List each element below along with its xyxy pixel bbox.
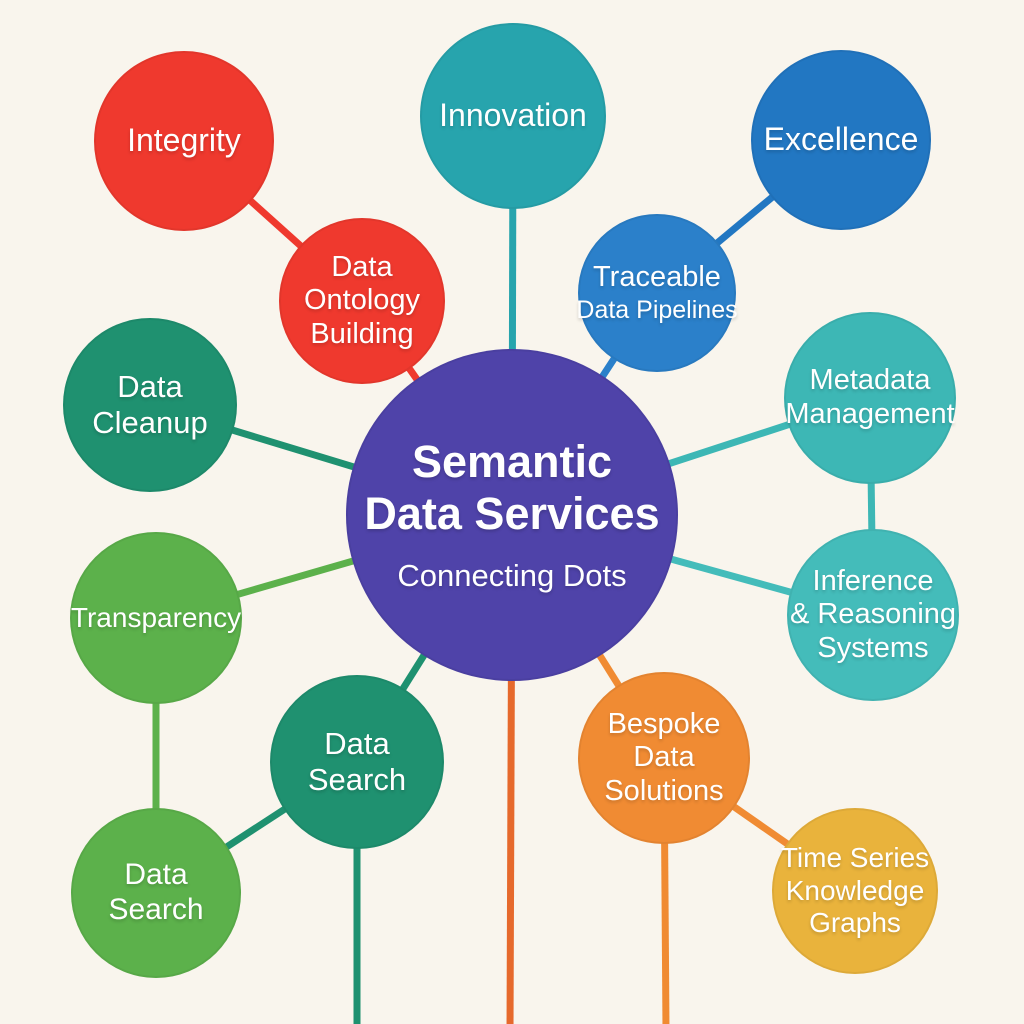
node-innovation: Innovation — [420, 23, 606, 209]
node-label-line-2: Systems — [817, 631, 929, 664]
node-label-line-0: Bespoke — [607, 707, 721, 740]
node-label-line-1: Data Pipelines — [576, 296, 738, 325]
node-label-line-0: Traceable — [593, 260, 721, 293]
node-label-line-0: Time Series — [780, 842, 930, 874]
node-integrity: Integrity — [94, 51, 274, 231]
node-label-line-2: Building — [310, 317, 414, 350]
node-transparency: Transparency — [70, 532, 242, 704]
node-label-line-0: Metadata — [809, 364, 931, 397]
node-label-line-1: Cleanup — [92, 405, 208, 440]
node-label-line-0: Inference — [812, 564, 934, 597]
node-label-line-2: Solutions — [604, 774, 724, 807]
node-label-line-1: Ontology — [303, 284, 421, 317]
node-label-line-1: Knowledge — [785, 874, 925, 906]
node-label-line-1: Management — [785, 398, 955, 430]
node-label-line-0: Data — [324, 726, 390, 762]
node-label-line-0: Transparency — [70, 601, 242, 633]
node-excellence: Excellence — [751, 50, 931, 230]
node-label-line-0: Integrity — [127, 122, 241, 159]
node-label-line-0: Data — [124, 858, 188, 892]
node-label-line-1: Search — [307, 762, 407, 797]
node-label-line-1: Search — [108, 893, 204, 926]
node-label-line-1: Data — [633, 741, 695, 774]
hub-label-line-1: Data Services — [364, 488, 660, 540]
node-label-line-0: Excellence — [763, 121, 919, 158]
node-label-line-0: Innovation — [439, 97, 587, 134]
node-label-line-1: & Reasoning — [789, 598, 957, 631]
node-label-line-0: Data — [331, 250, 393, 283]
hub-label-line-0: Semantic — [411, 435, 613, 487]
node-label-line-0: Data — [117, 369, 183, 405]
node-label-line-2: Graphs — [809, 907, 901, 939]
hub-label-line-2: Connecting Dots — [397, 558, 627, 594]
